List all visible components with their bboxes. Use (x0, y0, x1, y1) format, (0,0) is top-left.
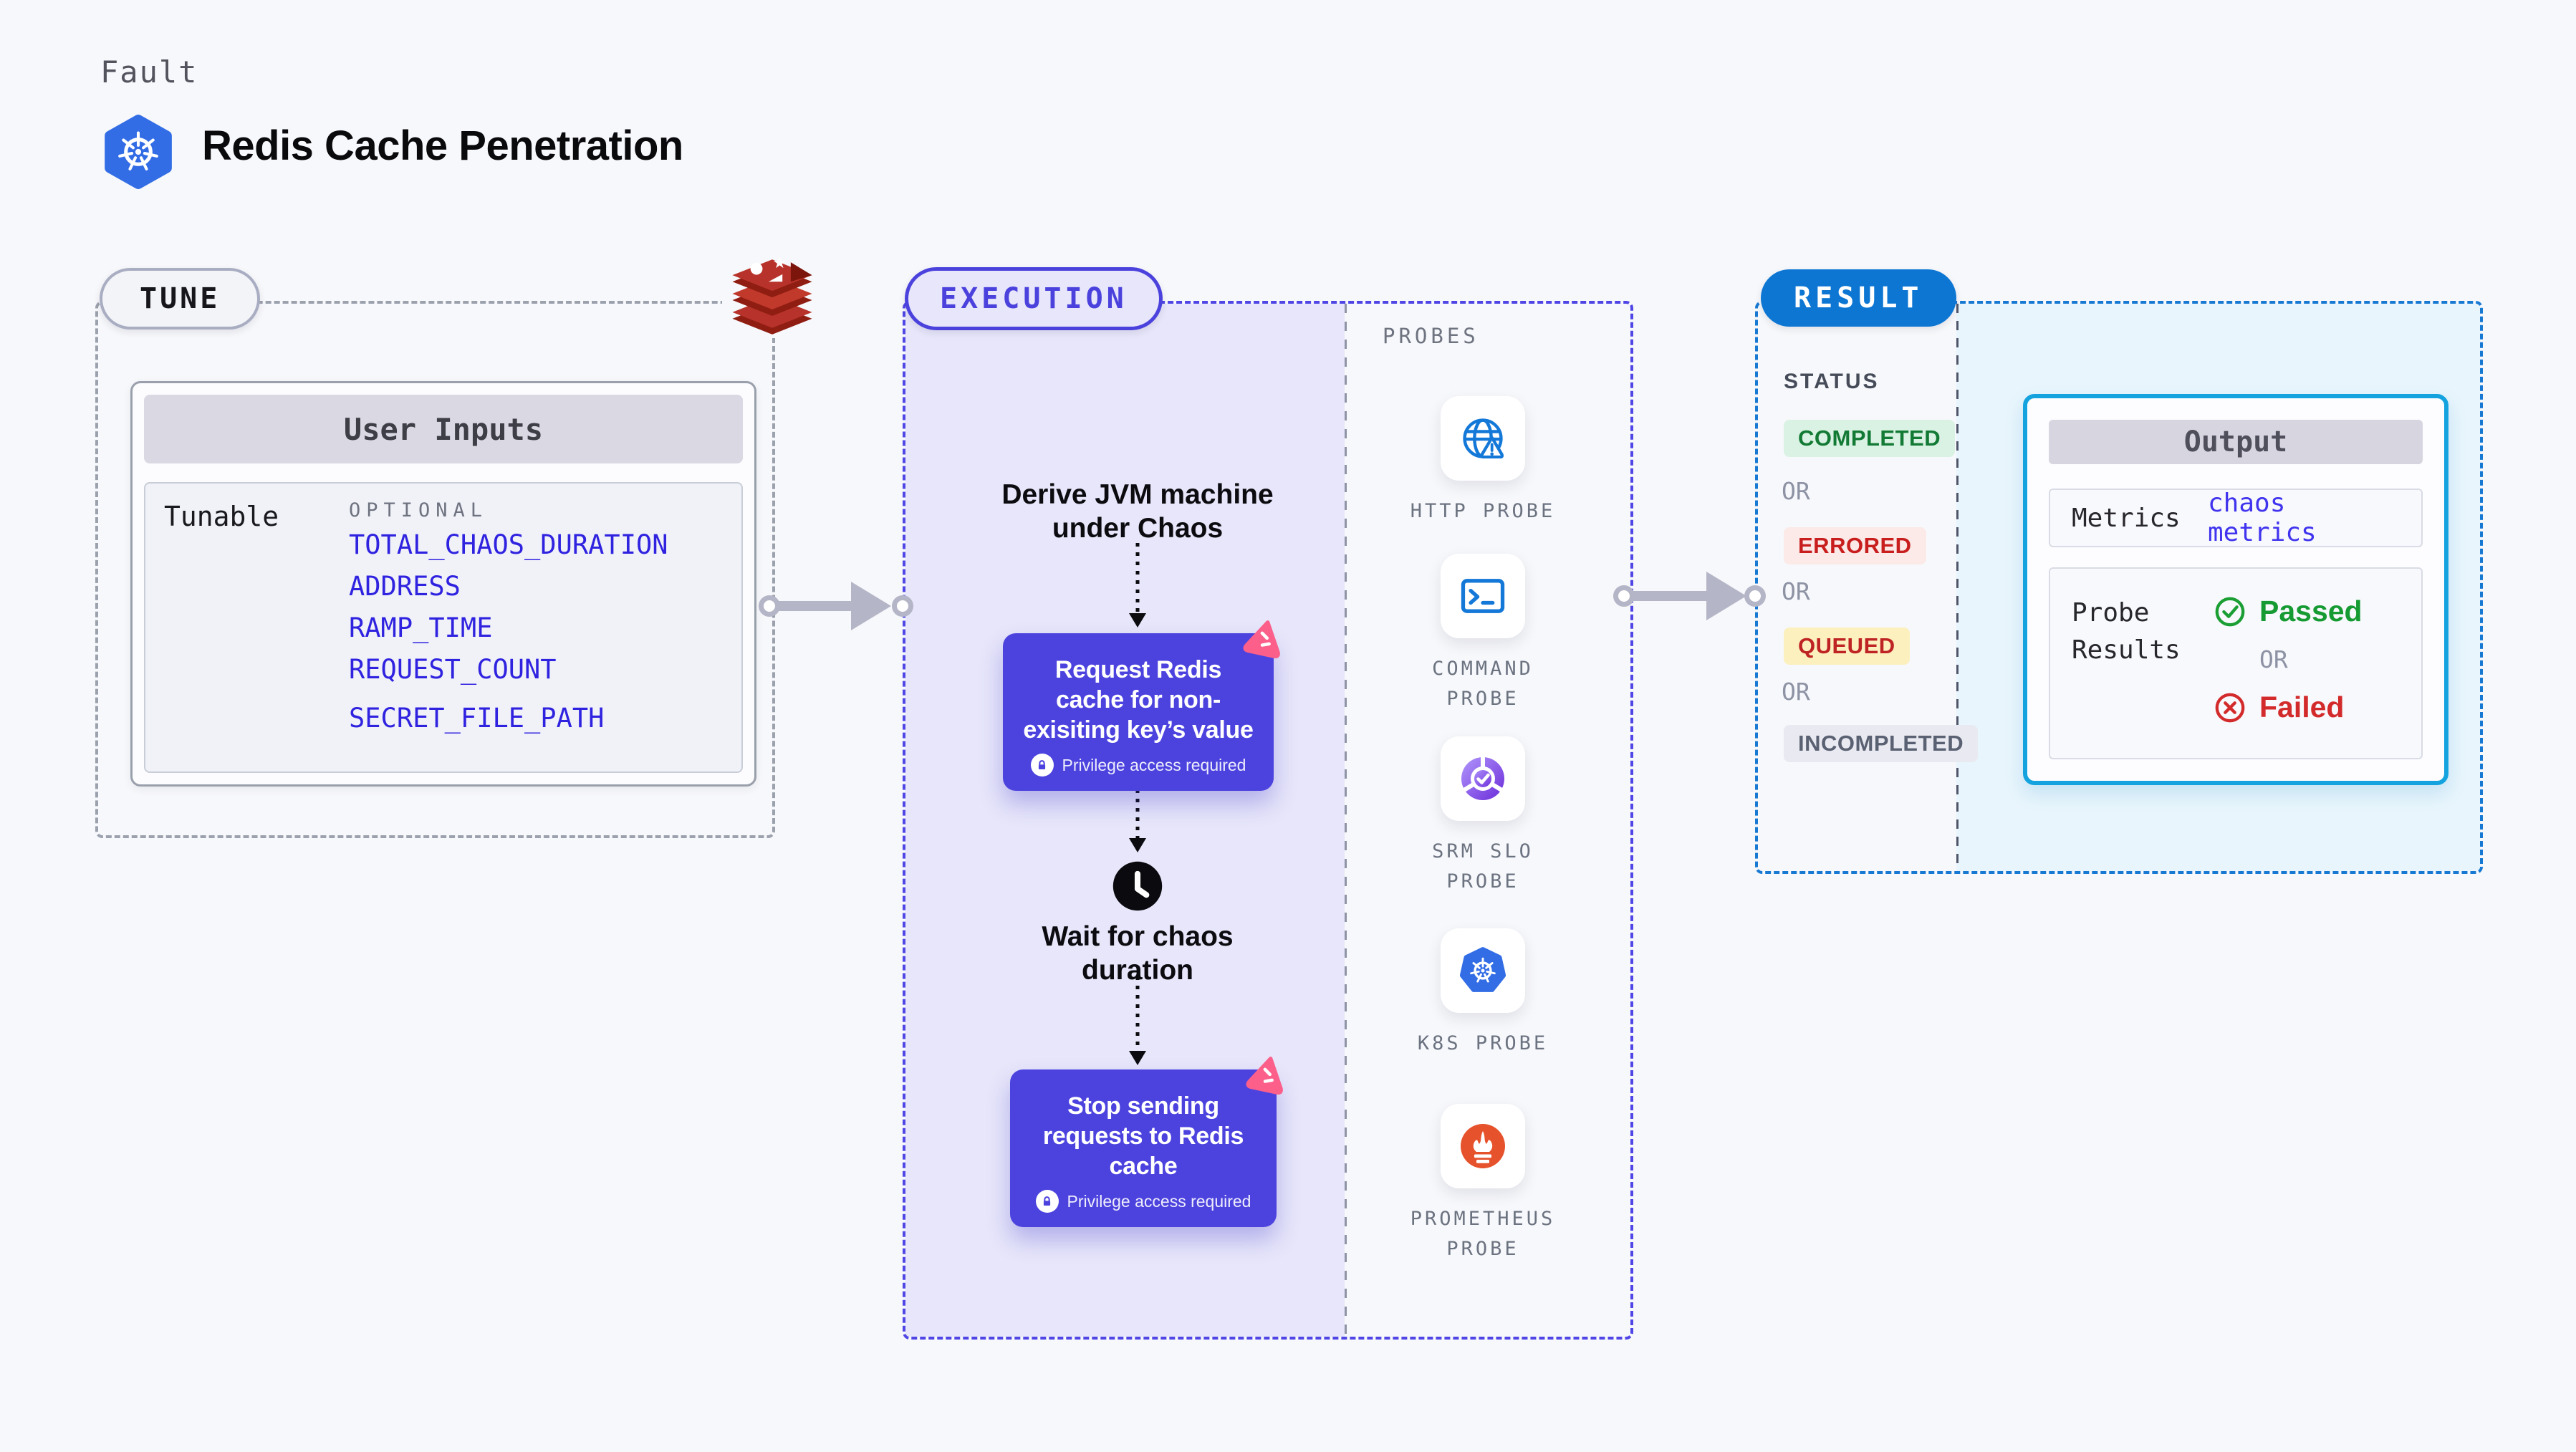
optional-label: OPTIONAL (349, 499, 489, 521)
probe-label: K8S PROBE (1417, 1032, 1549, 1054)
fault-kicker: Fault (100, 54, 198, 90)
param-ramp-time: RAMP_TIME (349, 612, 493, 643)
passed-label: Passed (2259, 595, 2363, 628)
probe-results-label: Probe Results (2072, 598, 2181, 665)
param-total-chaos-duration: TOTAL_CHAOS_DURATION (349, 529, 668, 560)
x-circle-icon (2215, 693, 2245, 722)
status-badge-completed: COMPLETED (1784, 420, 1956, 457)
user-inputs-card: User Inputs Tunable OPTIONAL TOTAL_CHAOS… (130, 381, 756, 787)
lock-icon (1035, 1190, 1059, 1213)
probe-label: HTTP PROBE (1410, 500, 1556, 522)
probe-results-row: Probe Results Passed OR Failed (2049, 567, 2423, 759)
status-title: STATUS (1784, 370, 1880, 393)
step-derive-jvm: Derive JVM machine under Chaos (1001, 479, 1274, 544)
status-divider-line (1956, 304, 1959, 871)
kubernetes-icon (99, 112, 178, 192)
flow-arrow-1 (1128, 543, 1147, 628)
probes-column-label: PROBES (1383, 324, 1479, 348)
param-secret-file-path: SECRET_FILE_PATH (349, 703, 605, 734)
tune-section-pill: TUNE (100, 268, 261, 330)
metrics-label: Metrics (2072, 503, 2181, 533)
privilege-badge-text: Privilege access required (1062, 755, 1246, 774)
probe-command: COMMAND PROBE (1390, 554, 1576, 714)
probe-label: COMMAND PROBE (1432, 658, 1534, 710)
execution-output-connector (1613, 585, 1635, 607)
page-title: Redis Cache Penetration (202, 122, 683, 169)
http-probe-icon (1441, 396, 1525, 481)
lock-icon (1030, 754, 1054, 777)
flow-arrow-3 (1128, 976, 1147, 1065)
node-stop-requests: Stop sending requests to Redis cache Pri… (1010, 1057, 1283, 1228)
privilege-badge-text: Privilege access required (1067, 1191, 1251, 1211)
or-label: OR (2259, 645, 2288, 673)
probe-k8s: K8S PROBE (1390, 928, 1576, 1059)
status-badge-incompleted: INCOMPLETED (1784, 725, 1979, 762)
result-section-pill: RESULT (1761, 269, 1956, 327)
litmus-chaos-icon (1243, 1050, 1292, 1100)
passed-row: Passed (2214, 595, 2363, 628)
redis-icon: ★ (722, 249, 822, 338)
probes-divider-line (1345, 304, 1347, 1337)
probe-srm-slo: SRM SLO PROBE (1390, 736, 1576, 897)
clock-icon (1110, 859, 1165, 913)
failed-label: Failed (2259, 691, 2345, 723)
node-request-redis-text: Request Redis cache for non- exisiting k… (1023, 656, 1254, 744)
node-stop-requests-text: Stop sending requests to Redis cache (1042, 1092, 1244, 1181)
execution-input-connector (892, 595, 913, 617)
tune-to-execution-arrow-head (851, 582, 891, 630)
result-input-connector (1744, 585, 1766, 607)
execution-to-result-arrow-head (1706, 572, 1746, 620)
k8s-probe-icon (1441, 928, 1525, 1013)
status-badge-errored: ERRORED (1784, 527, 1926, 564)
output-header: Output (2049, 420, 2423, 464)
execution-section-pill: EXECUTION (905, 267, 1163, 330)
tune-to-execution-arrow-line (771, 601, 851, 611)
probe-label: PROMETHEUS PROBE (1410, 1208, 1556, 1260)
param-request-count: REQUEST_COUNT (349, 654, 557, 685)
user-inputs-header: User Inputs (144, 395, 743, 463)
command-probe-icon (1441, 554, 1525, 638)
srm-slo-probe-icon (1441, 736, 1525, 821)
probe-prometheus: PROMETHEUS PROBE (1390, 1104, 1576, 1264)
failed-row: Failed (2214, 691, 2363, 724)
param-address: ADDRESS (349, 571, 461, 602)
probe-label: SRM SLO PROBE (1432, 840, 1534, 893)
tune-section-box (95, 301, 775, 838)
tune-output-connector (759, 595, 780, 617)
user-inputs-body: Tunable OPTIONAL TOTAL_CHAOS_DURATION AD… (144, 482, 743, 773)
output-card: Output Metrics chaos metrics Probe Resul… (2023, 394, 2448, 785)
litmus-chaos-icon (1240, 614, 1289, 663)
metrics-row: Metrics chaos metrics (2049, 489, 2423, 547)
flow-arrow-2 (1128, 771, 1147, 852)
status-badge-queued: QUEUED (1784, 628, 1910, 665)
svg-text:★: ★ (772, 254, 787, 272)
metrics-value: chaos metrics (2208, 489, 2317, 547)
or-label: OR (1782, 577, 1810, 605)
probe-http: HTTP PROBE (1390, 396, 1576, 527)
or-label: OR (1782, 477, 1810, 505)
tunable-label: Tunable (164, 501, 279, 532)
execution-to-result-arrow-line (1628, 591, 1706, 601)
check-circle-icon (2215, 597, 2245, 626)
node-request-redis: Request Redis cache for non- exisiting k… (1003, 620, 1280, 792)
prometheus-probe-icon (1441, 1104, 1525, 1188)
or-label: OR (1782, 678, 1810, 706)
